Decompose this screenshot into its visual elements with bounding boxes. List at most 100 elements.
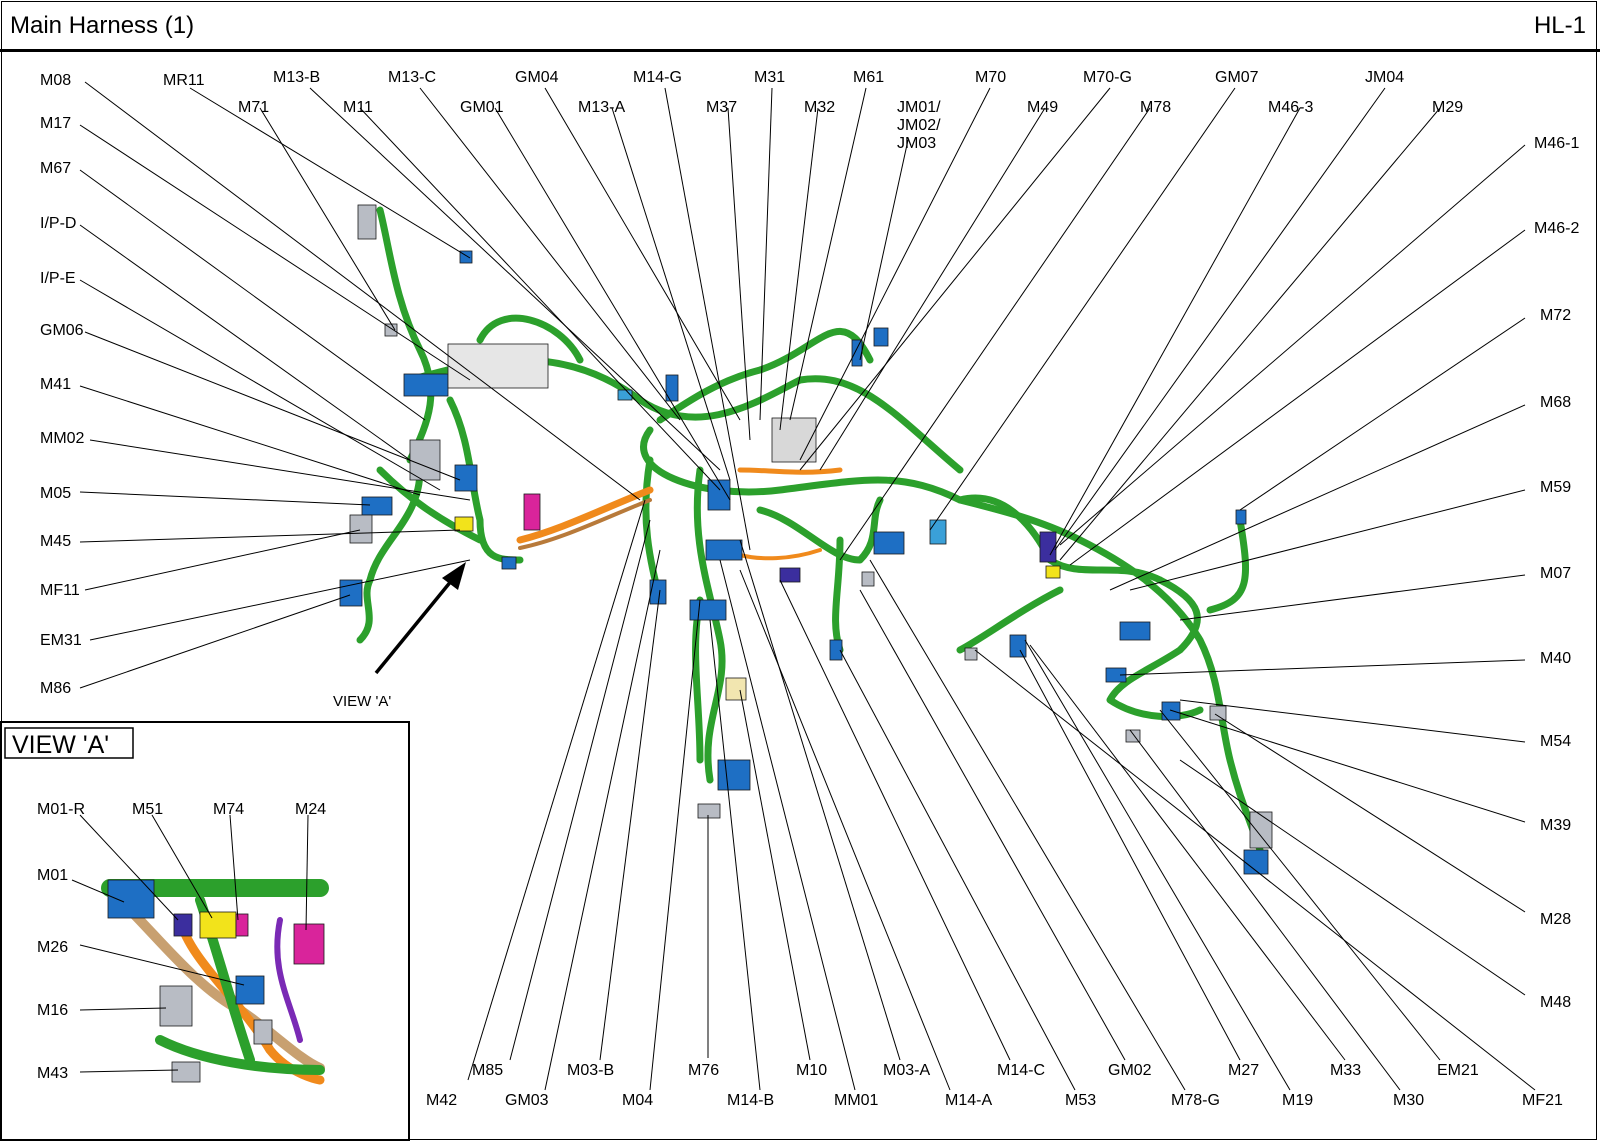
connector-blue bbox=[851, 339, 863, 367]
label-M45: M45 bbox=[40, 533, 71, 550]
connector-gray bbox=[349, 514, 373, 544]
connector-navy bbox=[779, 567, 801, 583]
label-M13-B: M13-B bbox=[273, 69, 320, 86]
label-M01-R: M01-R bbox=[37, 801, 85, 818]
connector-navy bbox=[1039, 531, 1057, 563]
label-M76: M76 bbox=[688, 1062, 719, 1079]
fuse-block bbox=[771, 417, 817, 463]
connector-gray bbox=[171, 1061, 201, 1083]
label-M14-C: M14-C bbox=[997, 1062, 1045, 1079]
connector-yellow bbox=[199, 911, 237, 939]
inset-connectors bbox=[107, 879, 325, 1083]
label-JM01: JM01/ bbox=[897, 99, 941, 116]
inset-labels: M01-R M51 M74 M24 M01 M26 M16 M43 bbox=[37, 801, 326, 1082]
label-M04: M04 bbox=[622, 1092, 653, 1109]
connector-blue bbox=[501, 556, 517, 570]
connector-navy bbox=[173, 913, 193, 937]
connectors bbox=[339, 204, 1273, 875]
label-M86: M86 bbox=[40, 680, 71, 697]
connector-blue bbox=[665, 374, 679, 402]
label-GM07: GM07 bbox=[1215, 69, 1259, 86]
label-M29: M29 bbox=[1432, 99, 1463, 116]
label-M08: M08 bbox=[40, 72, 71, 89]
label-M85: M85 bbox=[472, 1062, 503, 1079]
connector-blue bbox=[705, 539, 743, 561]
label-M16: M16 bbox=[37, 1002, 68, 1019]
clip bbox=[617, 389, 633, 401]
label-M03-A: M03-A bbox=[883, 1062, 930, 1079]
connector-blue bbox=[403, 373, 449, 397]
label-M19: M19 bbox=[1282, 1092, 1313, 1109]
label-M11: M11 bbox=[343, 99, 373, 116]
label-M67: M67 bbox=[40, 160, 71, 177]
label-M49: M49 bbox=[1027, 99, 1058, 116]
view-a-arrow bbox=[374, 562, 466, 675]
label-M71: M71 bbox=[238, 99, 269, 116]
relay-box bbox=[447, 343, 549, 389]
label-M07: M07 bbox=[1540, 565, 1571, 582]
label-M41: M41 bbox=[40, 376, 71, 393]
label-EM31: EM31 bbox=[40, 632, 82, 649]
label-M48: M48 bbox=[1540, 994, 1571, 1011]
connector-gray bbox=[1249, 811, 1273, 849]
label-M70-G: M70-G bbox=[1083, 69, 1132, 86]
label-M13-C: M13-C bbox=[388, 69, 436, 86]
connector-blue bbox=[1009, 634, 1027, 658]
label-MM01: MM01 bbox=[834, 1092, 879, 1109]
label-MF11: MF11 bbox=[40, 582, 80, 599]
label-M26: M26 bbox=[37, 939, 68, 956]
label-MM02: MM02 bbox=[40, 430, 85, 447]
label-M46-3: M46-3 bbox=[1268, 99, 1313, 116]
label-M54: M54 bbox=[1540, 733, 1571, 750]
inset-title: VIEW 'A' bbox=[12, 731, 109, 759]
connector-gray bbox=[861, 571, 875, 587]
connector-blue bbox=[873, 327, 889, 347]
connector-gray bbox=[1209, 705, 1227, 721]
connector-gray bbox=[253, 1019, 273, 1045]
label-GM06: GM06 bbox=[40, 322, 84, 339]
label-GM03: GM03 bbox=[505, 1092, 549, 1109]
label-EM21: EM21 bbox=[1437, 1062, 1479, 1079]
label-M05: M05 bbox=[40, 485, 71, 502]
connector-blue bbox=[1161, 701, 1181, 721]
label-M14-A: M14-A bbox=[945, 1092, 992, 1109]
connector-gray bbox=[697, 803, 721, 819]
label-M14-B: M14-B bbox=[727, 1092, 774, 1109]
label-GM02: GM02 bbox=[1108, 1062, 1152, 1079]
label-M53: M53 bbox=[1065, 1092, 1096, 1109]
label-M33: M33 bbox=[1330, 1062, 1361, 1079]
connector-gray bbox=[409, 439, 441, 481]
connector-blue bbox=[873, 531, 905, 555]
label-M24: M24 bbox=[295, 801, 326, 818]
label-M10: M10 bbox=[796, 1062, 827, 1079]
label-MR11: MR11 bbox=[163, 72, 205, 89]
page-title: Main Harness (1) bbox=[10, 12, 195, 39]
header-bar: Main Harness (1) HL-1 bbox=[0, 0, 1600, 52]
label-M70: M70 bbox=[975, 69, 1006, 86]
inset-leader-lines bbox=[71, 814, 309, 1073]
tape-bundle bbox=[516, 467, 843, 561]
label-JM04: JM04 bbox=[1365, 69, 1404, 86]
connector-blue bbox=[361, 496, 393, 516]
label-M03-B: M03-B bbox=[567, 1062, 614, 1079]
clip bbox=[929, 519, 947, 545]
label-MF21: MF21 bbox=[1522, 1092, 1563, 1109]
label-M01: M01 bbox=[37, 867, 68, 884]
label-M37: M37 bbox=[706, 99, 737, 116]
page-code: HL-1 bbox=[1533, 12, 1586, 39]
connector-gray bbox=[357, 204, 377, 240]
label-M46-2: M46-2 bbox=[1534, 220, 1579, 237]
label-M27: M27 bbox=[1228, 1062, 1259, 1079]
label-M68: M68 bbox=[1540, 394, 1571, 411]
label-M17: M17 bbox=[40, 115, 71, 132]
label-GM01: GM01 bbox=[460, 99, 504, 116]
label-M43: M43 bbox=[37, 1065, 68, 1082]
label-M42: M42 bbox=[426, 1092, 457, 1109]
connector-blue bbox=[235, 975, 265, 1005]
label-M28: M28 bbox=[1540, 911, 1571, 928]
view-a-arrow-label: VIEW 'A' bbox=[333, 693, 391, 710]
connector-magenta bbox=[293, 923, 325, 965]
label-M72: M72 bbox=[1540, 307, 1571, 324]
